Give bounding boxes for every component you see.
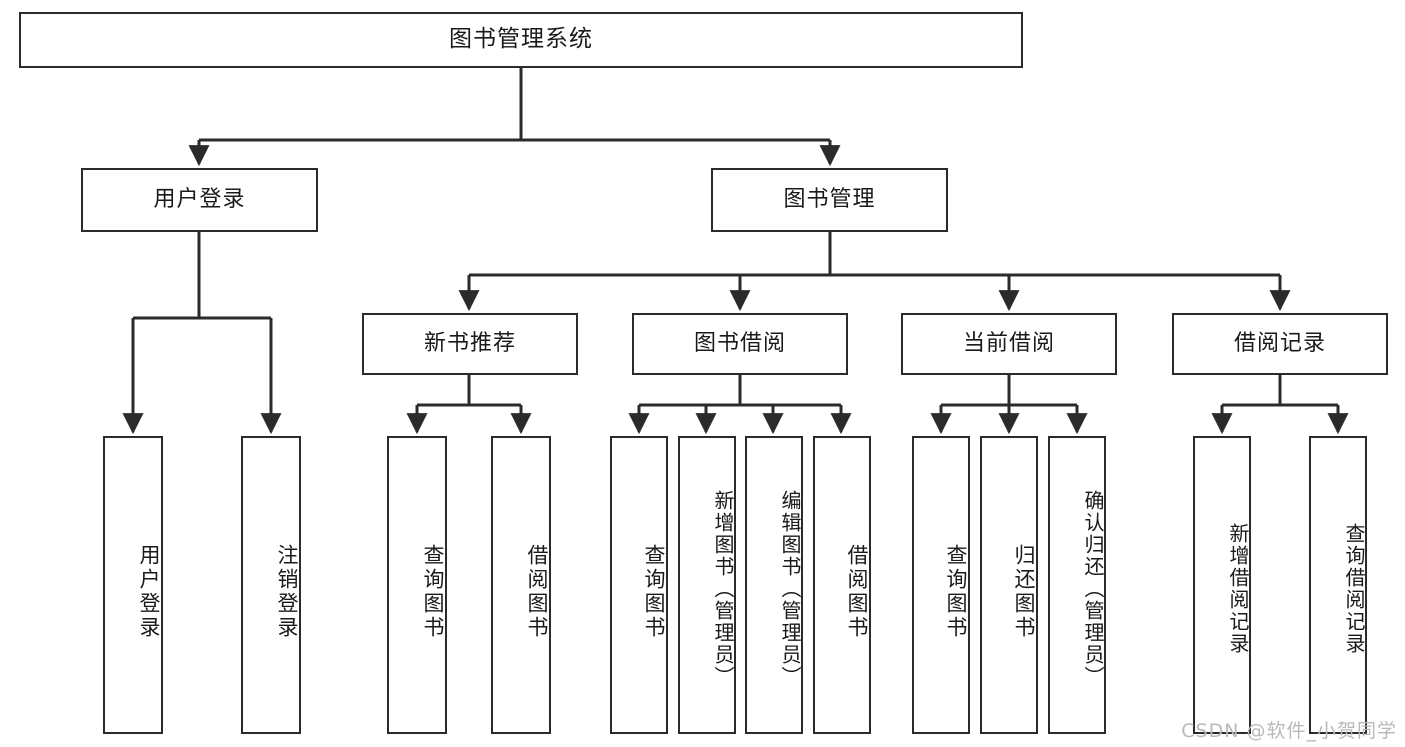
node-book-borrow[interactable]: 图书借阅	[632, 313, 848, 375]
leaf-book-borrow-add-admin[interactable]: 新增图书（管理员）	[678, 436, 736, 734]
leaf-new-book-borrow[interactable]: 借阅图书	[491, 436, 551, 734]
leaf-borrow-record-query[interactable]: 查询借阅记录	[1309, 436, 1367, 734]
leaf-user-login-logout[interactable]: 注销登录	[241, 436, 301, 734]
watermark: CSDN @软件_小贺同学	[1181, 720, 1397, 742]
leaf-current-borrow-return[interactable]: 归还图书	[980, 436, 1038, 734]
leaf-new-book-query[interactable]: 查询图书	[387, 436, 447, 734]
leaf-user-login-login[interactable]: 用户登录	[103, 436, 163, 734]
node-current-borrow[interactable]: 当前借阅	[901, 313, 1117, 375]
leaf-borrow-record-add[interactable]: 新增借阅记录	[1193, 436, 1251, 734]
leaf-current-borrow-query[interactable]: 查询图书	[912, 436, 970, 734]
node-user-login[interactable]: 用户登录	[81, 168, 318, 232]
node-root[interactable]: 图书管理系统	[19, 12, 1023, 68]
leaf-book-borrow-query[interactable]: 查询图书	[610, 436, 668, 734]
node-book-manage[interactable]: 图书管理	[711, 168, 948, 232]
node-borrow-record[interactable]: 借阅记录	[1172, 313, 1388, 375]
leaf-book-borrow-edit-admin[interactable]: 编辑图书（管理员）	[745, 436, 803, 734]
node-new-book-recommendation[interactable]: 新书推荐	[362, 313, 578, 375]
leaf-current-borrow-confirm-admin[interactable]: 确认归还（管理员）	[1048, 436, 1106, 734]
leaf-book-borrow-borrow[interactable]: 借阅图书	[813, 436, 871, 734]
